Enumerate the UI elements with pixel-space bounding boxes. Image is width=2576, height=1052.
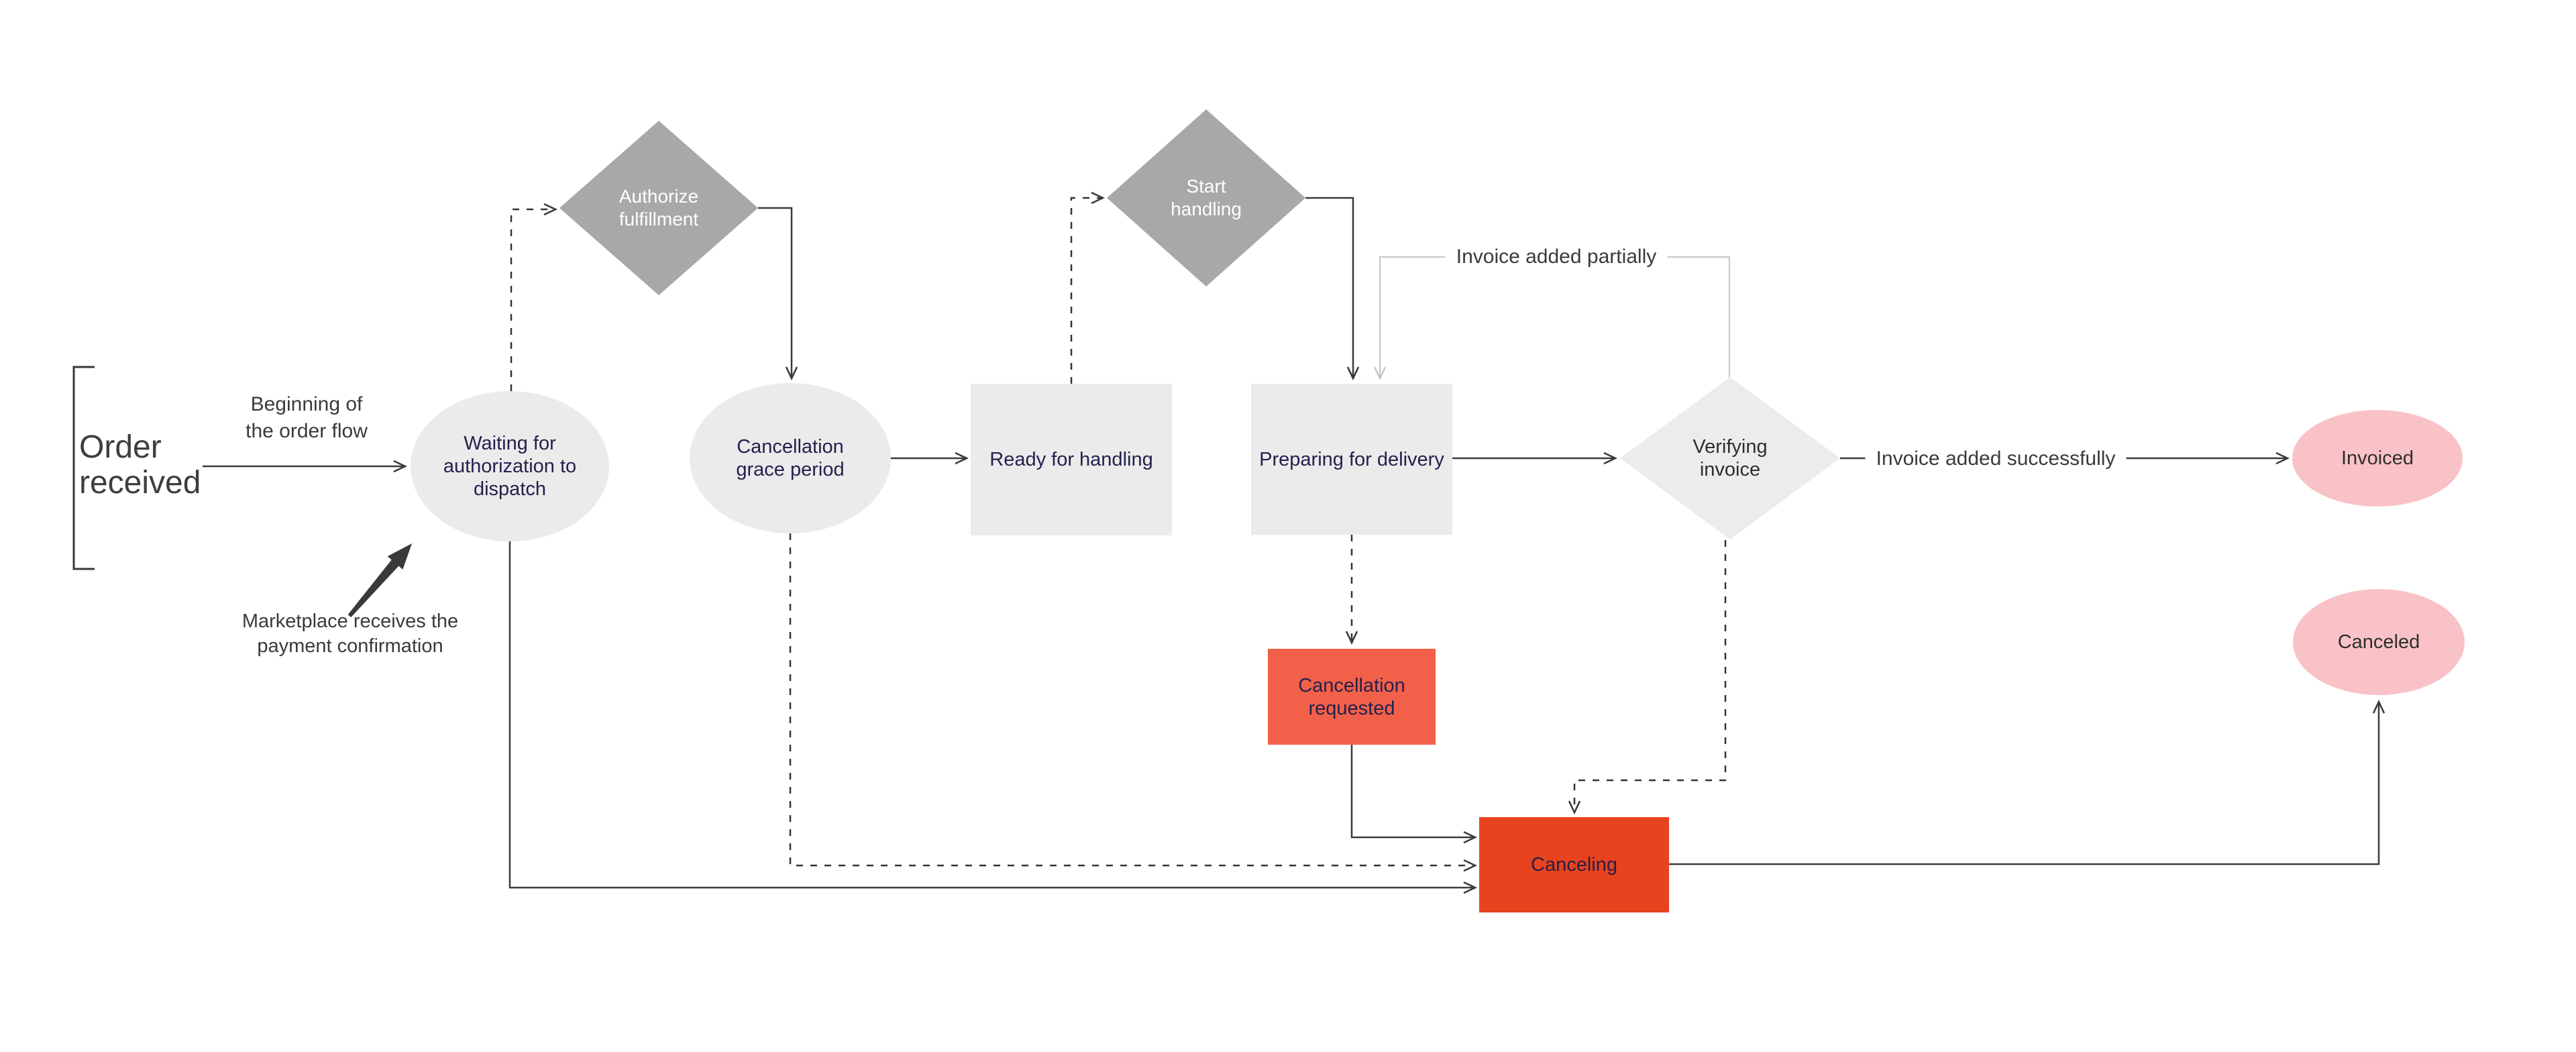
- node-verifying-shape: [1620, 377, 1840, 539]
- edge-waiting-to-authorize: [510, 203, 558, 391]
- node-grace-shape: [690, 383, 891, 533]
- order-received-label: Order received: [79, 429, 201, 501]
- edge-verifying-to-canceling: [1568, 540, 1727, 815]
- node-authorize-shape: [559, 121, 758, 295]
- edge-authorize-to-grace: [758, 207, 798, 381]
- edge-cancellation-requested-to-canceling: [1350, 745, 1478, 844]
- edge-canceling-to-canceled: [1669, 699, 2385, 865]
- edge-start-to-preparing: [1305, 197, 1360, 381]
- edge-ready-to-start: [1070, 191, 1106, 384]
- node-cancellation-requested-shape: [1268, 649, 1436, 745]
- node-canceling-shape: [1479, 817, 1669, 912]
- edge-waiting-to-canceling: [508, 541, 1478, 894]
- annotation-arrow-icon: [347, 543, 412, 617]
- edge-verifying-to-preparing-loop: [1374, 256, 1731, 380]
- node-start-handling-shape: [1107, 109, 1305, 286]
- node-waiting-shape: [411, 391, 609, 541]
- node-invoiced-shape: [2292, 410, 2463, 507]
- node-ready-shape: [971, 384, 1172, 535]
- node-preparing-shape: [1251, 384, 1452, 535]
- node-canceled-shape: [2293, 589, 2465, 695]
- order-received-bracket: [72, 366, 95, 570]
